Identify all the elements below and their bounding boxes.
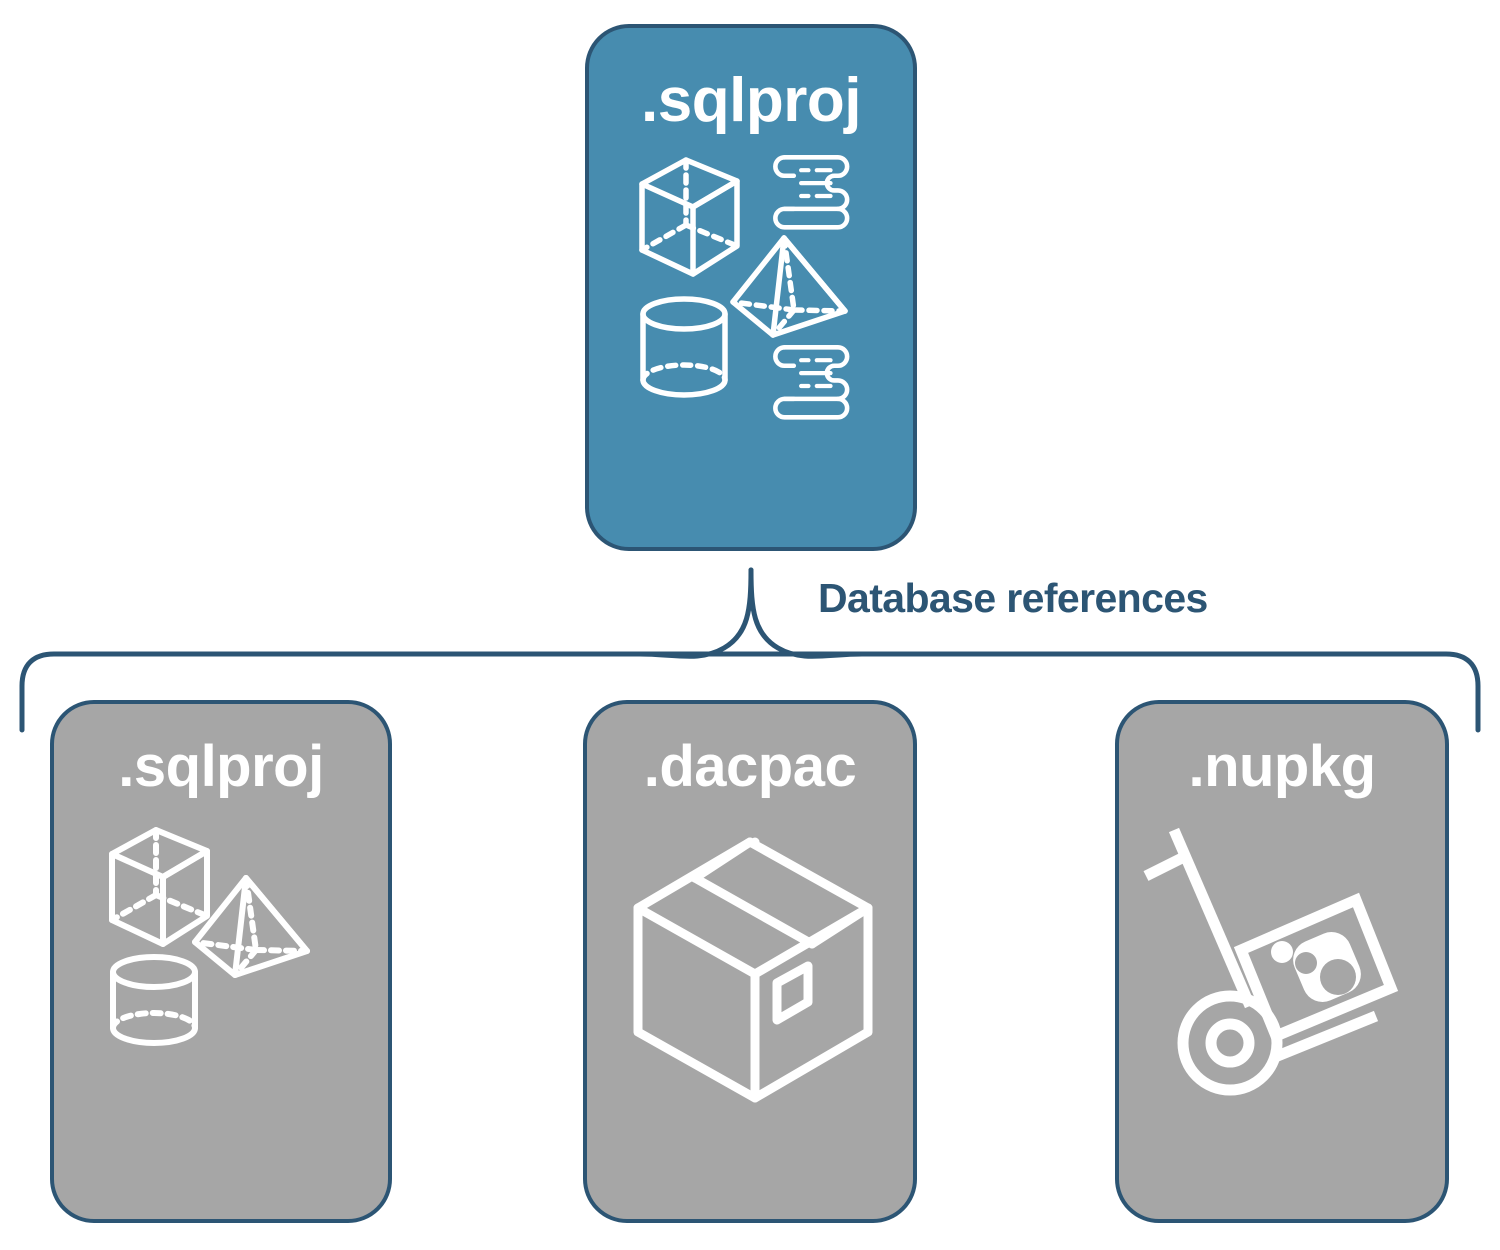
reference-card-title: .sqlproj — [118, 734, 324, 799]
pyramid-wireframe-icon — [730, 235, 848, 338]
scroll-script-icon — [773, 345, 850, 420]
reference-card-title: .dacpac — [643, 734, 857, 799]
reference-card-icon-group — [600, 820, 900, 1120]
cylinder-wireframe-icon — [110, 954, 198, 1046]
root-card-icon-group — [636, 150, 866, 420]
cube-wireframe-icon — [109, 827, 210, 947]
brace-label-database-references: Database references — [818, 575, 1208, 621]
reference-card-nupkg[interactable]: .nupkg — [1115, 700, 1449, 1223]
reference-card-dacpac[interactable]: .dacpac — [583, 700, 917, 1223]
root-card-sqlproj[interactable]: .sqlproj — [585, 24, 917, 551]
cylinder-wireframe-icon — [640, 296, 728, 398]
package-box-icon — [633, 837, 873, 1103]
reference-card-icon-group — [1142, 820, 1422, 1100]
pyramid-wireframe-icon — [192, 875, 310, 978]
reference-card-icon-group — [106, 820, 336, 1050]
shapes-and-scripts-icon-set — [639, 155, 850, 420]
shapes-icon-set — [109, 827, 310, 1046]
cube-wireframe-icon — [639, 157, 740, 277]
nuget-hand-truck-icon — [1143, 827, 1399, 1096]
reference-card-title: .nupkg — [1188, 734, 1376, 799]
root-card-title: .sqlproj — [641, 66, 861, 135]
scroll-script-icon — [773, 155, 850, 230]
reference-card-sqlproj[interactable]: .sqlproj — [50, 700, 392, 1223]
